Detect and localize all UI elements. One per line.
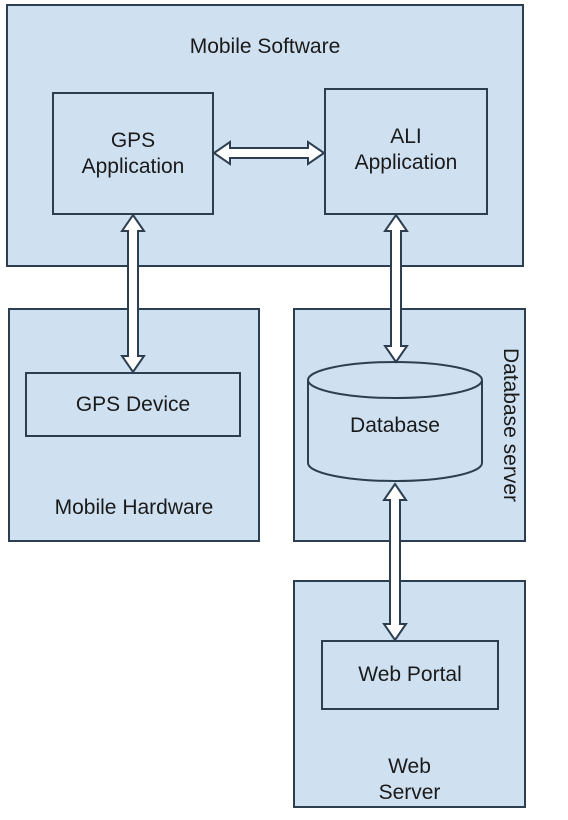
mobile-hardware-label: Mobile Hardware — [54, 496, 214, 519]
gps-device-box — [25, 372, 241, 437]
ali-application-label: ALI Application — [354, 125, 458, 174]
arrow-database-to-web-portal — [382, 482, 408, 642]
web-portal-label: Web Portal — [358, 663, 462, 686]
web-portal-box — [321, 640, 499, 710]
gps-device-label: GPS Device — [75, 393, 191, 416]
database-cylinder-icon — [307, 361, 483, 482]
database-label: Database — [350, 414, 440, 437]
gps-application-label: GPS Application — [81, 129, 185, 178]
mobile-software-label: Mobile Software — [189, 35, 341, 58]
arrow-gps-app-to-gps-device — [120, 213, 146, 374]
arrow-ali-app-to-database — [383, 213, 409, 364]
web-server-label: Web Server — [378, 755, 441, 804]
ali-application-box — [324, 88, 488, 215]
arrow-gps-app-to-ali-app — [212, 140, 326, 166]
